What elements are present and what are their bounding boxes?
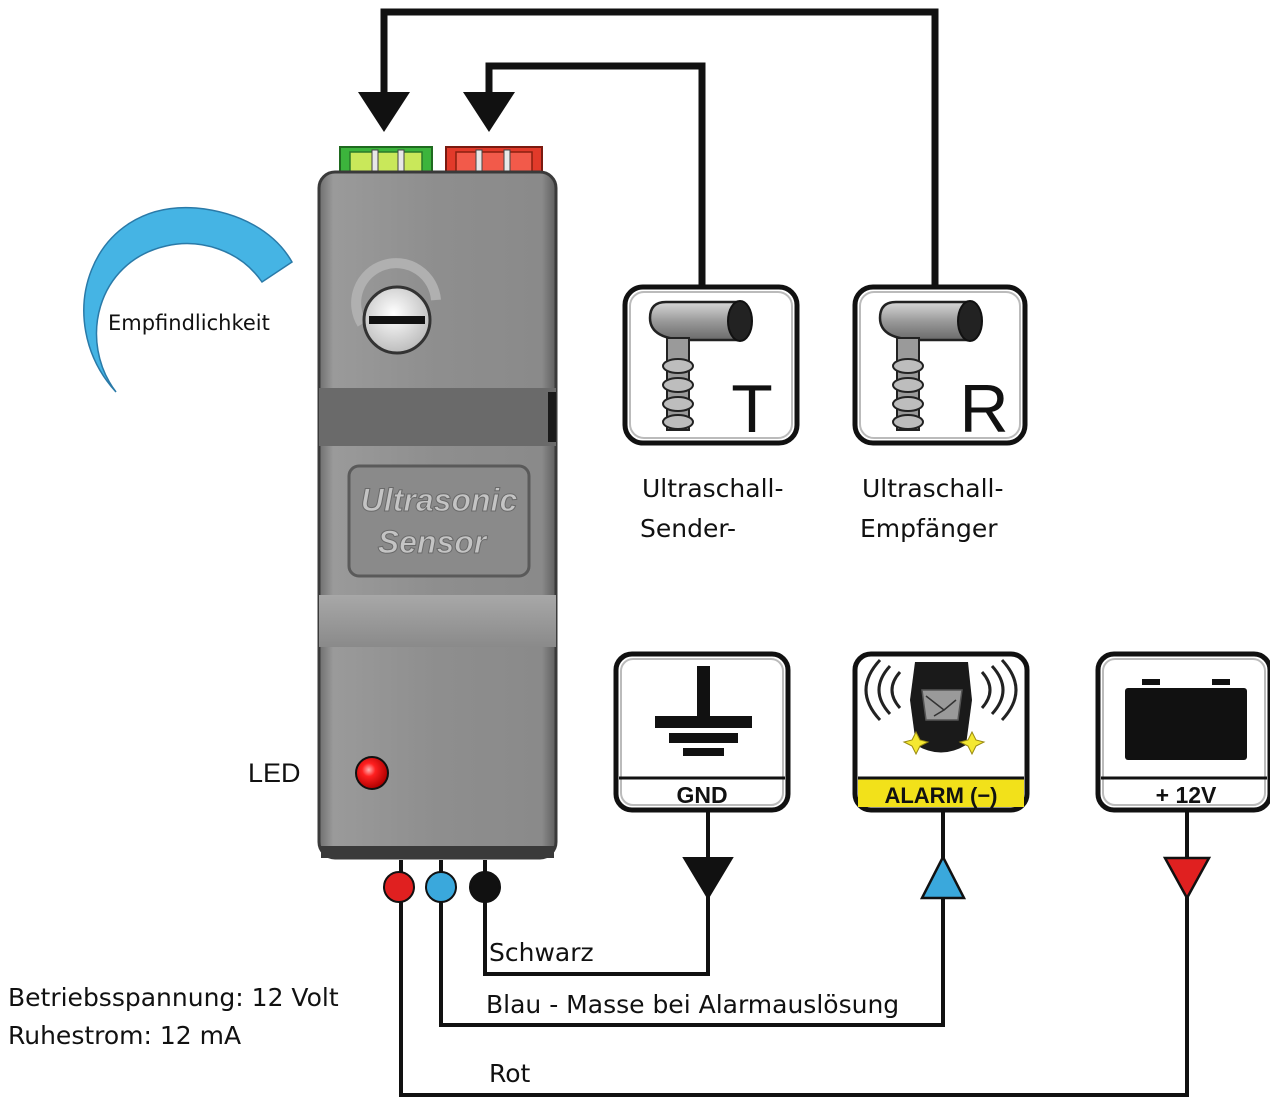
plus12v-label: + 12V — [1156, 782, 1217, 808]
gnd-label: GND — [676, 782, 727, 808]
sensitivity-arc-icon — [83, 207, 293, 393]
receiver-label-line2: Empfänger — [860, 514, 998, 543]
red-wire — [399, 810, 1189, 1097]
receiver-letter: R — [959, 371, 1008, 447]
spec-voltage: Betriebsspannung: 12 Volt — [8, 983, 339, 1012]
gnd-arrow — [682, 857, 734, 900]
plus12v-arrow — [1162, 856, 1212, 901]
sensitivity-knob[interactable] — [351, 258, 441, 355]
red-wire-label: Rot — [489, 1059, 531, 1088]
transmitter-module: T — [622, 284, 800, 447]
receiver-label-line1: Ultraschall- — [862, 474, 1004, 503]
ultrasonic-transducer-icon — [648, 300, 753, 431]
gnd-module: GND — [613, 651, 791, 813]
receiver-wire — [380, 8, 939, 285]
blue-wire-label: Blau - Masse bei Alarmauslösung — [486, 990, 900, 1019]
transmitter-letter: T — [731, 371, 773, 447]
transmitter-label-line1: Ultraschall- — [642, 474, 784, 503]
battery-icon — [1125, 679, 1247, 760]
brand-label-line1: Ultrasonic — [361, 482, 518, 518]
alarm-arrow — [919, 854, 967, 900]
ground-icon — [655, 666, 752, 756]
blue-wire-terminal — [425, 871, 457, 903]
plus12v-module: + 12V — [1095, 651, 1270, 813]
sensitivity-label: Empfindlichkeit — [108, 311, 270, 335]
alarm-label: ALARM (−) — [884, 783, 997, 808]
transmitter-label-line2: Sender- — [640, 514, 737, 543]
red-wire-terminal — [383, 871, 415, 903]
black-wire-terminal — [469, 871, 501, 903]
ultrasonic-transducer-icon — [878, 300, 983, 431]
brand-label-line2: Sensor — [378, 524, 488, 560]
sensor-housing: Ultrasonic Sensor — [317, 170, 558, 860]
transmitter-wire — [485, 62, 706, 285]
blue-wire — [439, 810, 945, 1027]
spec-current: Ruhestrom: 12 mA — [8, 1021, 242, 1050]
status-led — [355, 756, 389, 790]
transmitter-arrow — [463, 92, 515, 132]
car-alarm-icon — [864, 658, 1018, 756]
alarm-module: ALARM (−) — [852, 651, 1030, 813]
receiver-arrow — [358, 92, 410, 132]
black-wire-label: Schwarz — [489, 938, 594, 967]
led-label: LED — [248, 758, 301, 788]
receiver-module: R — [852, 284, 1028, 447]
